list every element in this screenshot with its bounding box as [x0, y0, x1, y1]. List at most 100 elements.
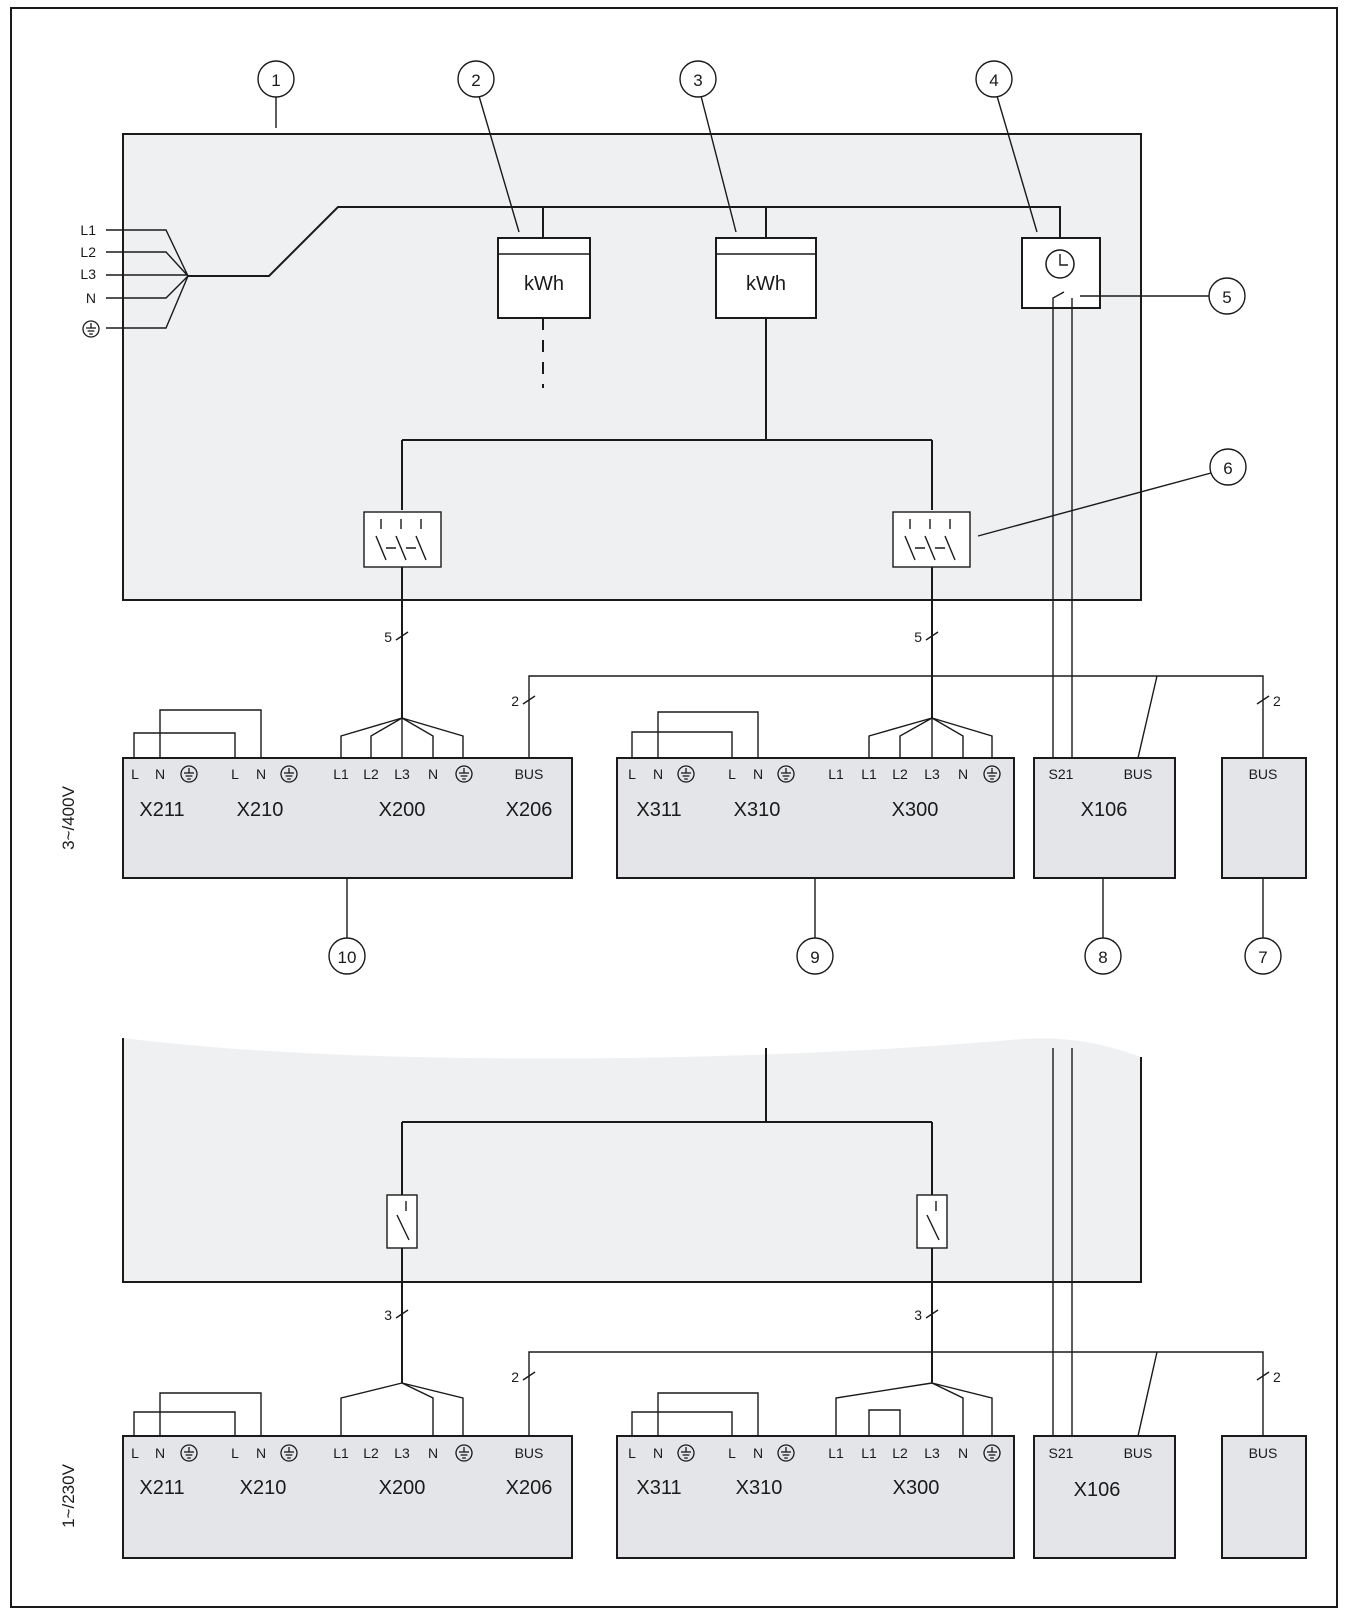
connector-name: X200	[379, 1477, 426, 1499]
connector-name: X210	[240, 1477, 287, 1499]
wire-count-2-bus: 2	[511, 693, 519, 709]
circuit-breaker-1p-right	[916, 1194, 948, 1249]
wire-count-2-bus-bottom-right: 2	[1273, 1369, 1281, 1385]
callout-1: 1	[271, 71, 280, 90]
pin-label: L	[231, 766, 239, 782]
meter-label-3: kWh	[746, 273, 786, 295]
pin-label: L1	[333, 1445, 349, 1461]
pin-label: L	[131, 766, 139, 782]
connector-name: X211	[139, 1477, 184, 1499]
time-switch	[1021, 237, 1101, 758]
pin-label: L2	[892, 1445, 908, 1461]
callout-3: 3	[693, 71, 702, 90]
connector-name: X310	[736, 1477, 783, 1499]
supply-label-l3: L3	[80, 266, 96, 282]
pin-label: L3	[924, 766, 940, 782]
wire-count-5-left: 5	[384, 629, 392, 645]
distribution-panel	[122, 133, 1142, 601]
callout-7: 7	[1258, 948, 1267, 967]
connector-name: X206	[506, 799, 553, 821]
pin-label: L2	[363, 766, 379, 782]
pin-label: BUS	[1124, 766, 1153, 782]
voltage-label-three-phase: 3~/400V	[59, 785, 78, 849]
pin-label: L1	[828, 766, 844, 782]
pin-label: N	[428, 766, 438, 782]
pin-label: L	[728, 1445, 736, 1461]
clock-icon	[1045, 249, 1075, 279]
relay-contact-icon	[1052, 291, 1073, 308]
pin-label: BUS	[1124, 1445, 1153, 1461]
voltage-label-single-phase: 1~/230V	[59, 1463, 78, 1527]
pin-label: BUS	[1249, 1445, 1278, 1461]
pin-label: L1	[861, 766, 877, 782]
pin-label: L	[628, 1445, 636, 1461]
terminal-unit-8-bottom: S21 BUS X106	[1033, 1435, 1176, 1559]
connector-name: X300	[892, 799, 939, 821]
pin-label: N	[753, 1445, 763, 1461]
bottom-feeders: 3 3 2 2	[133, 1048, 1281, 1437]
pin-label: N	[653, 1445, 663, 1461]
supply-label-l2: L2	[80, 244, 96, 260]
pin-label: S21	[1049, 1445, 1074, 1461]
top-feeders: 5 5 2 2	[133, 567, 1281, 759]
connector-name: X300	[893, 1477, 940, 1499]
circuit-breaker-1p-left	[386, 1194, 418, 1249]
callout-2: 2	[471, 71, 480, 90]
pin-label: L1	[861, 1445, 877, 1461]
outer-frame	[10, 7, 1338, 1608]
wire-count-5-right: 5	[914, 629, 922, 645]
connector-name: X206	[506, 1477, 553, 1499]
meter-label-2: kWh	[524, 273, 564, 295]
callouts: 1 2 3 4 5 6 7 8 9 10	[257, 60, 1282, 975]
pin-label: L3	[394, 1445, 410, 1461]
pin-label: N	[155, 766, 165, 782]
pin-label: N	[256, 766, 266, 782]
pin-label: L3	[394, 766, 410, 782]
callout-4: 4	[989, 71, 998, 90]
callout-8: 8	[1098, 948, 1107, 967]
pin-label: L	[231, 1445, 239, 1461]
pin-label: N	[256, 1445, 266, 1461]
pin-label: N	[753, 766, 763, 782]
wire-count-3-left: 3	[384, 1307, 392, 1323]
pin-label: BUS	[515, 1445, 544, 1461]
callout-10: 10	[338, 948, 357, 967]
pin-label: N	[428, 1445, 438, 1461]
pin-label: N	[958, 766, 968, 782]
energy-meter-2: kWh	[497, 207, 591, 388]
pin-label: L2	[892, 766, 908, 782]
terminal-unit-10-top: L N L N L1 L2 L3 N BUS X211 X210 X200 X2…	[122, 757, 573, 879]
pin-label: L1	[828, 1445, 844, 1461]
pin-label: N	[653, 766, 663, 782]
wire-count-3-right: 3	[914, 1307, 922, 1323]
pin-label: L	[131, 1445, 139, 1461]
pin-label: S21	[1049, 766, 1074, 782]
callout-5: 5	[1222, 288, 1231, 307]
terminal-unit-8-top: S21 BUS X106	[1033, 757, 1176, 879]
connector-name: X200	[379, 799, 426, 821]
callout-9: 9	[810, 948, 819, 967]
pin-label: L2	[363, 1445, 379, 1461]
connector-name: X106	[1074, 1479, 1121, 1501]
pin-label: BUS	[1249, 766, 1278, 782]
circuit-breaker-right	[892, 511, 971, 568]
connector-name: X311	[636, 799, 681, 821]
pin-label: N	[155, 1445, 165, 1461]
mains-supply: L1 L2 L3 N	[80, 206, 1061, 338]
terminal-unit-9-top: L N L N L1 L1 L2 L3 N X311 X310 X300	[616, 757, 1015, 879]
supply-label-n: N	[86, 290, 96, 306]
wire-count-2-bus-right: 2	[1273, 693, 1281, 709]
connector-name: X210	[237, 799, 284, 821]
connector-name: X106	[1081, 799, 1128, 821]
pin-label: L3	[924, 1445, 940, 1461]
pin-label: N	[958, 1445, 968, 1461]
terminal-unit-7-bottom: BUS	[1221, 1435, 1307, 1559]
pin-label: L1	[333, 766, 349, 782]
pin-label: BUS	[515, 766, 544, 782]
panel-cutaway-outline	[122, 1038, 1142, 1283]
terminal-unit-10-bottom: L N L N L1 L2 L3 N BUS X211 X210 X200 X2…	[122, 1435, 573, 1559]
terminal-unit-9-bottom: L N L N L1 L1 L2 L3 N X311 X310 X300	[616, 1435, 1015, 1559]
connector-name: X311	[636, 1477, 681, 1499]
circuit-breaker-left	[363, 511, 442, 568]
